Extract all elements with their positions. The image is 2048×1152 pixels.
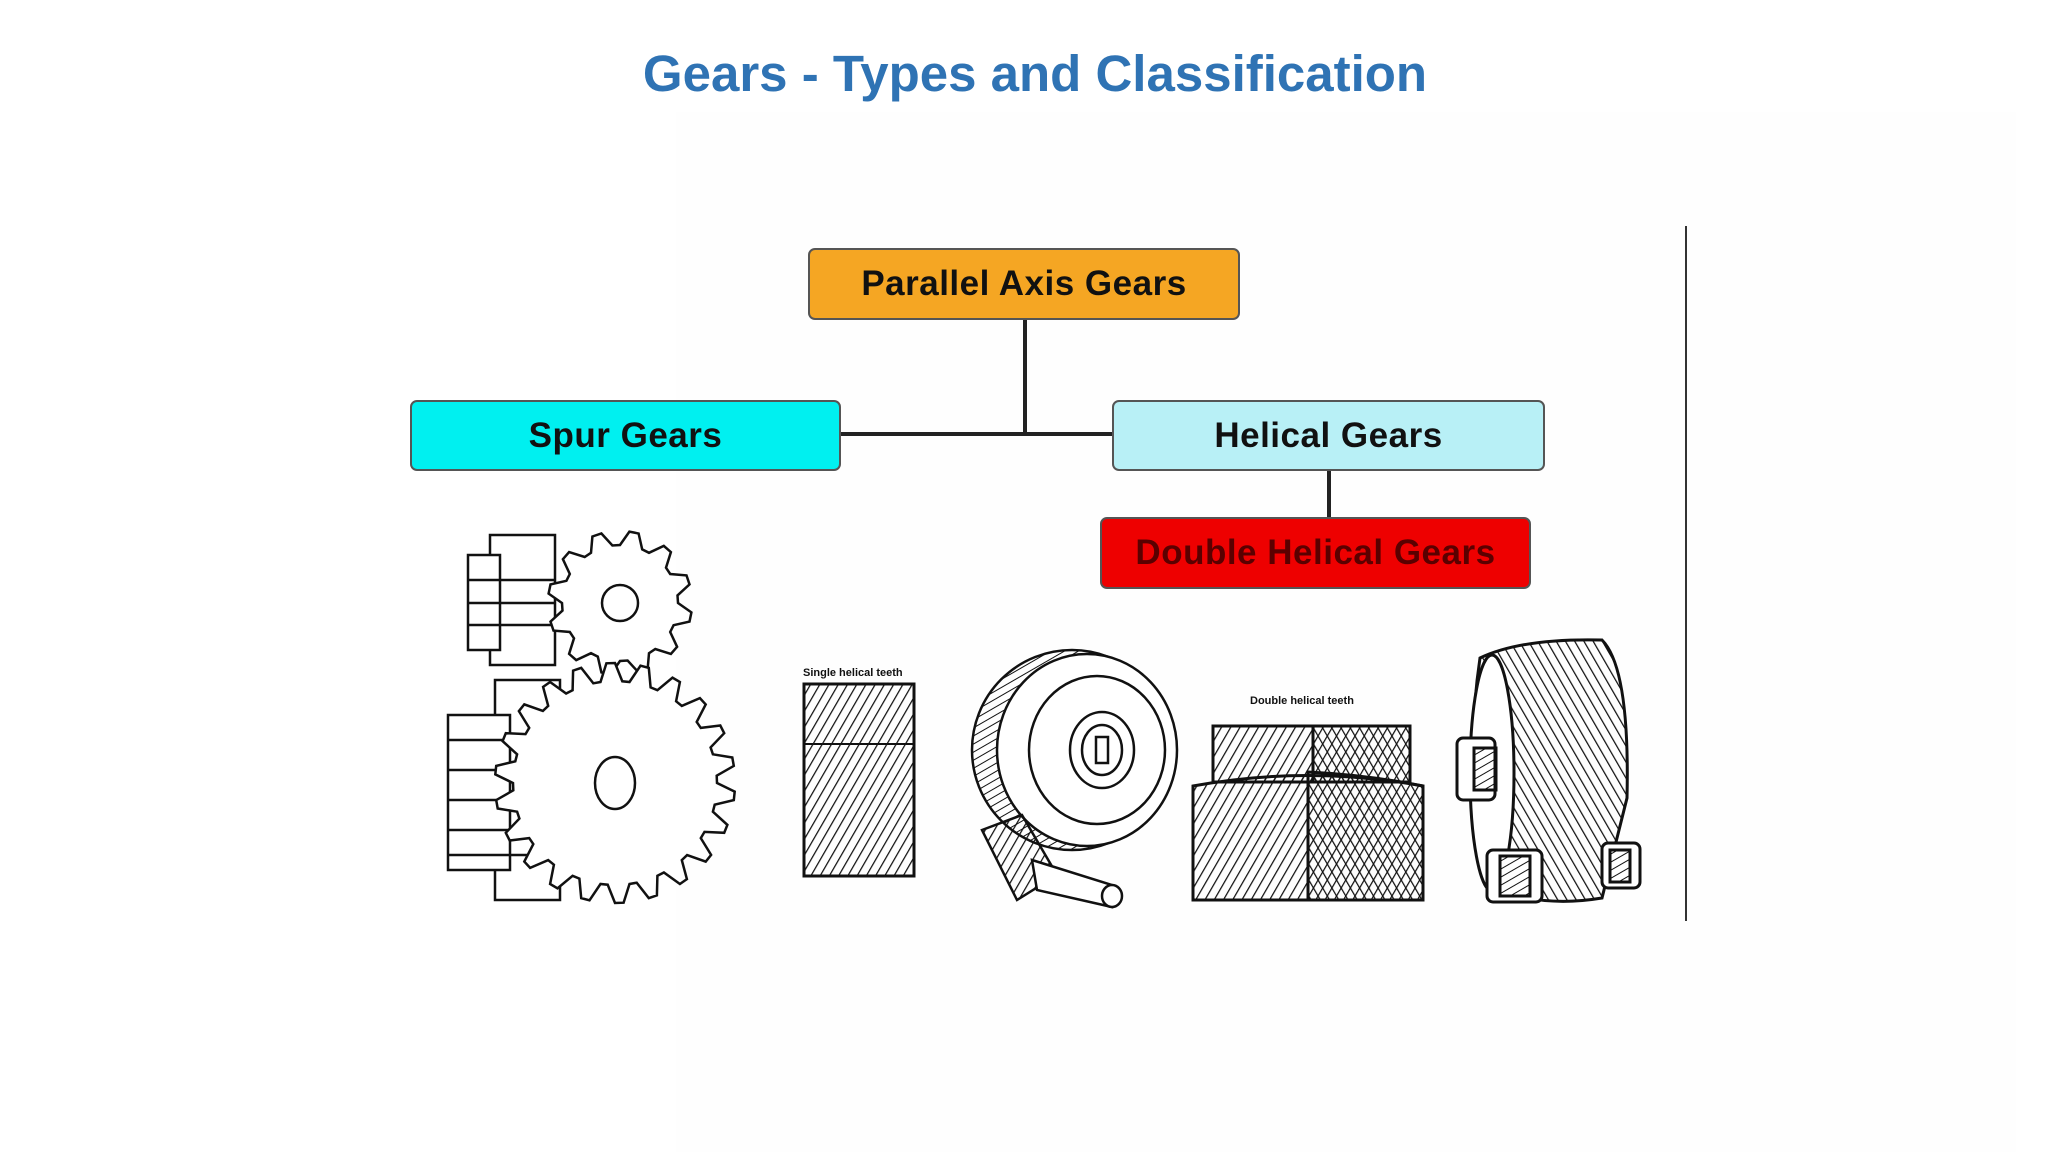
node-label: Double Helical Gears <box>1135 533 1496 572</box>
double-helical-block-illustration <box>1191 724 1425 902</box>
single-helical-caption: Single helical teeth <box>803 667 903 679</box>
node-parallel-axis-gears: Parallel Axis Gears <box>808 248 1240 320</box>
double-helical-caption: Double helical teeth <box>1250 695 1354 707</box>
helical-wheel-illustration <box>970 648 1179 909</box>
connector-helical-down <box>1327 469 1331 519</box>
right-divider-line <box>1685 226 1687 921</box>
spur-gears-illustration <box>446 530 737 905</box>
node-spur-gears: Spur Gears <box>410 400 841 471</box>
node-helical-gears: Helical Gears <box>1112 400 1545 471</box>
slide-title: Gears - Types and Classification <box>642 45 1428 102</box>
node-label: Parallel Axis Gears <box>861 264 1187 303</box>
herringbone-gear-illustration <box>1455 638 1642 904</box>
node-double-helical-gears: Double Helical Gears <box>1100 517 1531 589</box>
node-label: Helical Gears <box>1214 415 1443 455</box>
connector-root-down <box>1023 318 1027 436</box>
single-helical-block-illustration <box>802 682 916 878</box>
connector-horizontal <box>838 432 1114 436</box>
node-label: Spur Gears <box>528 415 723 455</box>
